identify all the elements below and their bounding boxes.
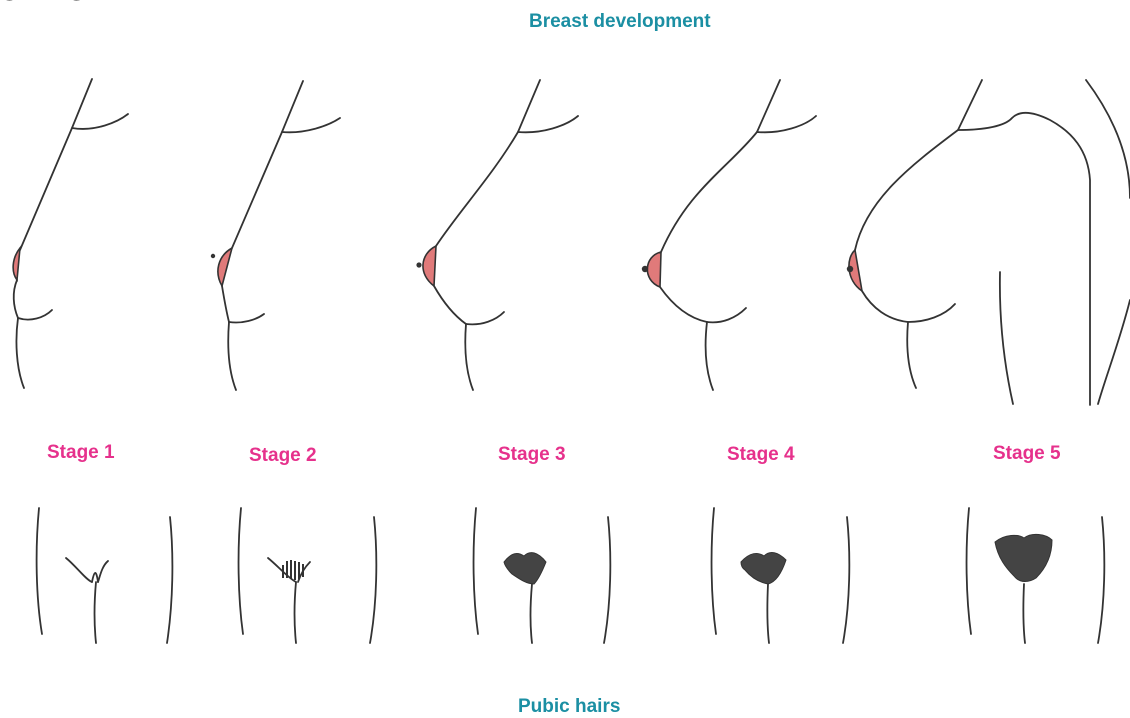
pubic-stage-5-illustration <box>967 508 1105 643</box>
pubic-stage-4-illustration <box>712 508 850 643</box>
breast-stage-1-illustration <box>13 79 128 388</box>
breast-stage-4-illustration <box>642 80 816 390</box>
pubic-stage-2-illustration <box>239 508 377 643</box>
pubic-stage-1-illustration <box>37 508 173 643</box>
breast-stage-2-illustration <box>211 81 340 390</box>
breast-stage-5-illustration <box>847 80 1130 405</box>
breast-stage-3-illustration <box>416 80 578 390</box>
pubic-stage-3-illustration <box>474 508 611 643</box>
